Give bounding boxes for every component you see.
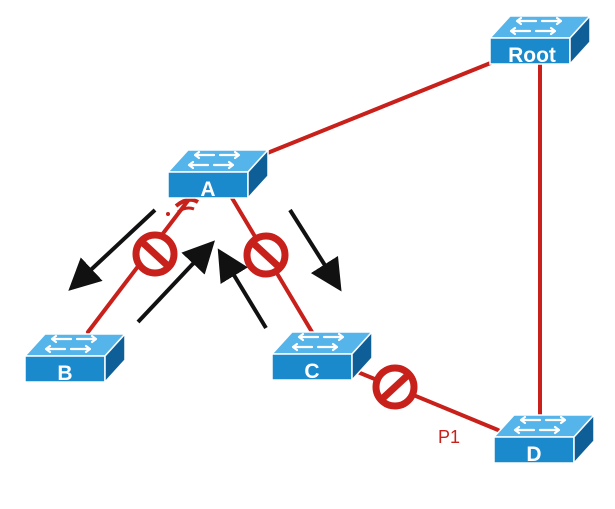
switch-a[interactable]: A (166, 148, 270, 201)
switch-root-label: Root (508, 44, 556, 67)
link-c-d (346, 366, 500, 432)
switch-c[interactable]: C (270, 330, 374, 383)
switch-b[interactable]: B (23, 332, 127, 385)
switch-a-label: A (200, 178, 215, 201)
arrow-a-to-b (68, 208, 157, 291)
switch-d[interactable]: D (492, 413, 596, 466)
blocked-icon-a-c (243, 232, 289, 278)
switch-root[interactable]: Root (488, 14, 592, 67)
arrow-a-to-c (288, 208, 342, 292)
blocked-icon-a-b (132, 231, 178, 277)
link-a-root (253, 58, 500, 160)
switch-b-label: B (57, 362, 72, 385)
blocked-icon-c-d (372, 364, 418, 410)
switch-c-label: C (304, 360, 319, 383)
arrow-c-to-a (217, 248, 268, 330)
switch-d-label: D (526, 443, 541, 466)
port-marks (166, 197, 200, 216)
port-label-p1: P1 (438, 427, 460, 447)
arrow-b-to-a (136, 240, 215, 324)
